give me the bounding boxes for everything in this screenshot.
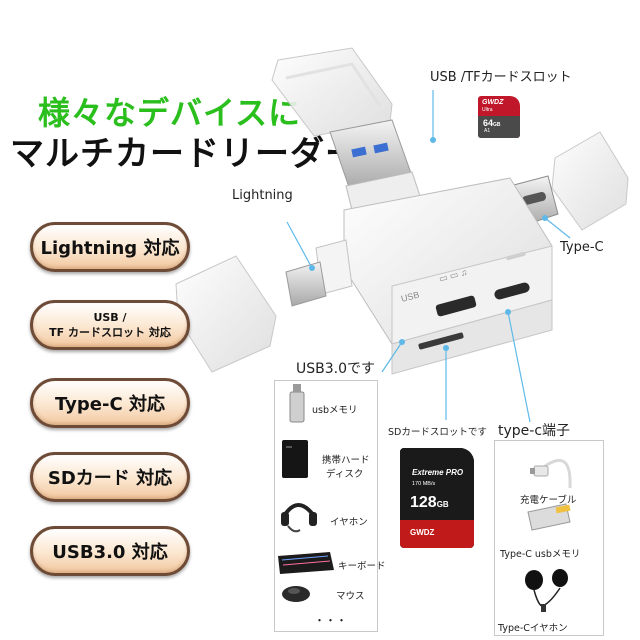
headphones-icon bbox=[281, 503, 317, 533]
mouse-icon bbox=[282, 586, 310, 602]
device-type-c-usb-memory-label: Type-C usbメモリ bbox=[500, 549, 581, 560]
microsd-card: GWDZ Ultra 64GB A1 bbox=[478, 96, 520, 138]
callout-line-type-c-port bbox=[507, 311, 531, 423]
sd-card-capacity: 128GB bbox=[410, 494, 449, 511]
device-charging-cable-label: 充電ケーブル bbox=[520, 495, 577, 506]
callout-line-type-c bbox=[544, 217, 571, 239]
sd-card-brand: GWDZ bbox=[410, 528, 435, 537]
microsd-capacity: 64GB bbox=[483, 118, 501, 128]
callout-sd-slot: SDカードスロットです bbox=[388, 427, 487, 438]
usb-cap bbox=[271, 47, 393, 137]
type-c-usb-memory-icon bbox=[527, 503, 571, 531]
microsd-class: A1 bbox=[484, 128, 491, 134]
callout-line-usb30 bbox=[381, 341, 403, 373]
callout-usb-tf-slot: USB /TFカードスロット bbox=[430, 70, 572, 85]
sd-card: Extreme PRO 170 MB/s 128GB GWDZ bbox=[400, 448, 474, 548]
feature-sd: SDカード 対応 bbox=[30, 452, 190, 502]
callout-type-c-port: type-c端子 bbox=[498, 423, 571, 439]
microsd-brand: GWDZ bbox=[482, 99, 504, 106]
microsd-line: Ultra bbox=[482, 107, 493, 113]
callout-type-c: Type-C bbox=[560, 240, 604, 255]
callout-usb30: USB3.0です bbox=[296, 361, 376, 377]
type-c-earphones-icon bbox=[525, 569, 568, 612]
hard-disk-icon bbox=[282, 440, 308, 478]
headline-line1: 様々なデバイスに bbox=[38, 94, 302, 132]
device-mouse-label: マウス bbox=[336, 591, 365, 602]
feature-usb30: USB3.0 対応 bbox=[30, 526, 190, 576]
callout-line-lightning bbox=[286, 221, 313, 269]
usb-a-connector bbox=[329, 119, 421, 211]
feature-usb-tf: USB / TF カードスロット 対応 bbox=[30, 300, 190, 350]
reader-body: USB ▭ ▭ ♫ bbox=[343, 177, 553, 375]
device-headphones-label: イヤホン bbox=[330, 517, 368, 528]
charging-cable-icon bbox=[530, 458, 572, 489]
type-c-cap bbox=[551, 131, 629, 231]
device-keyboard-label: キーボード bbox=[338, 561, 386, 572]
sd-card-line: Extreme PRO bbox=[412, 468, 464, 477]
usb-memory-icon bbox=[289, 384, 305, 423]
device-usb-memory-label: usbメモリ bbox=[312, 405, 358, 416]
keyboard-icon bbox=[278, 552, 334, 574]
device-hard-disk-label-1: 携帯ハード bbox=[322, 455, 370, 466]
svg-text:USB: USB bbox=[400, 289, 420, 303]
headline-line2: マルチカードリーダー bbox=[10, 134, 360, 174]
device-type-c-earphones-label: Type-Cイヤホン bbox=[498, 623, 568, 634]
feature-type-c: Type-C 対応 bbox=[30, 378, 190, 428]
callout-lightning: Lightning bbox=[232, 188, 293, 203]
lightning-connector bbox=[285, 239, 353, 307]
type-c-devices-panel bbox=[494, 440, 604, 636]
sd-card-speed: 170 MB/s bbox=[412, 481, 436, 487]
feature-lightning: Lightning 対応 bbox=[30, 222, 190, 272]
device-hard-disk-label-2: ディスク bbox=[326, 469, 364, 480]
devices-ellipsis: ・・・ bbox=[314, 614, 347, 627]
